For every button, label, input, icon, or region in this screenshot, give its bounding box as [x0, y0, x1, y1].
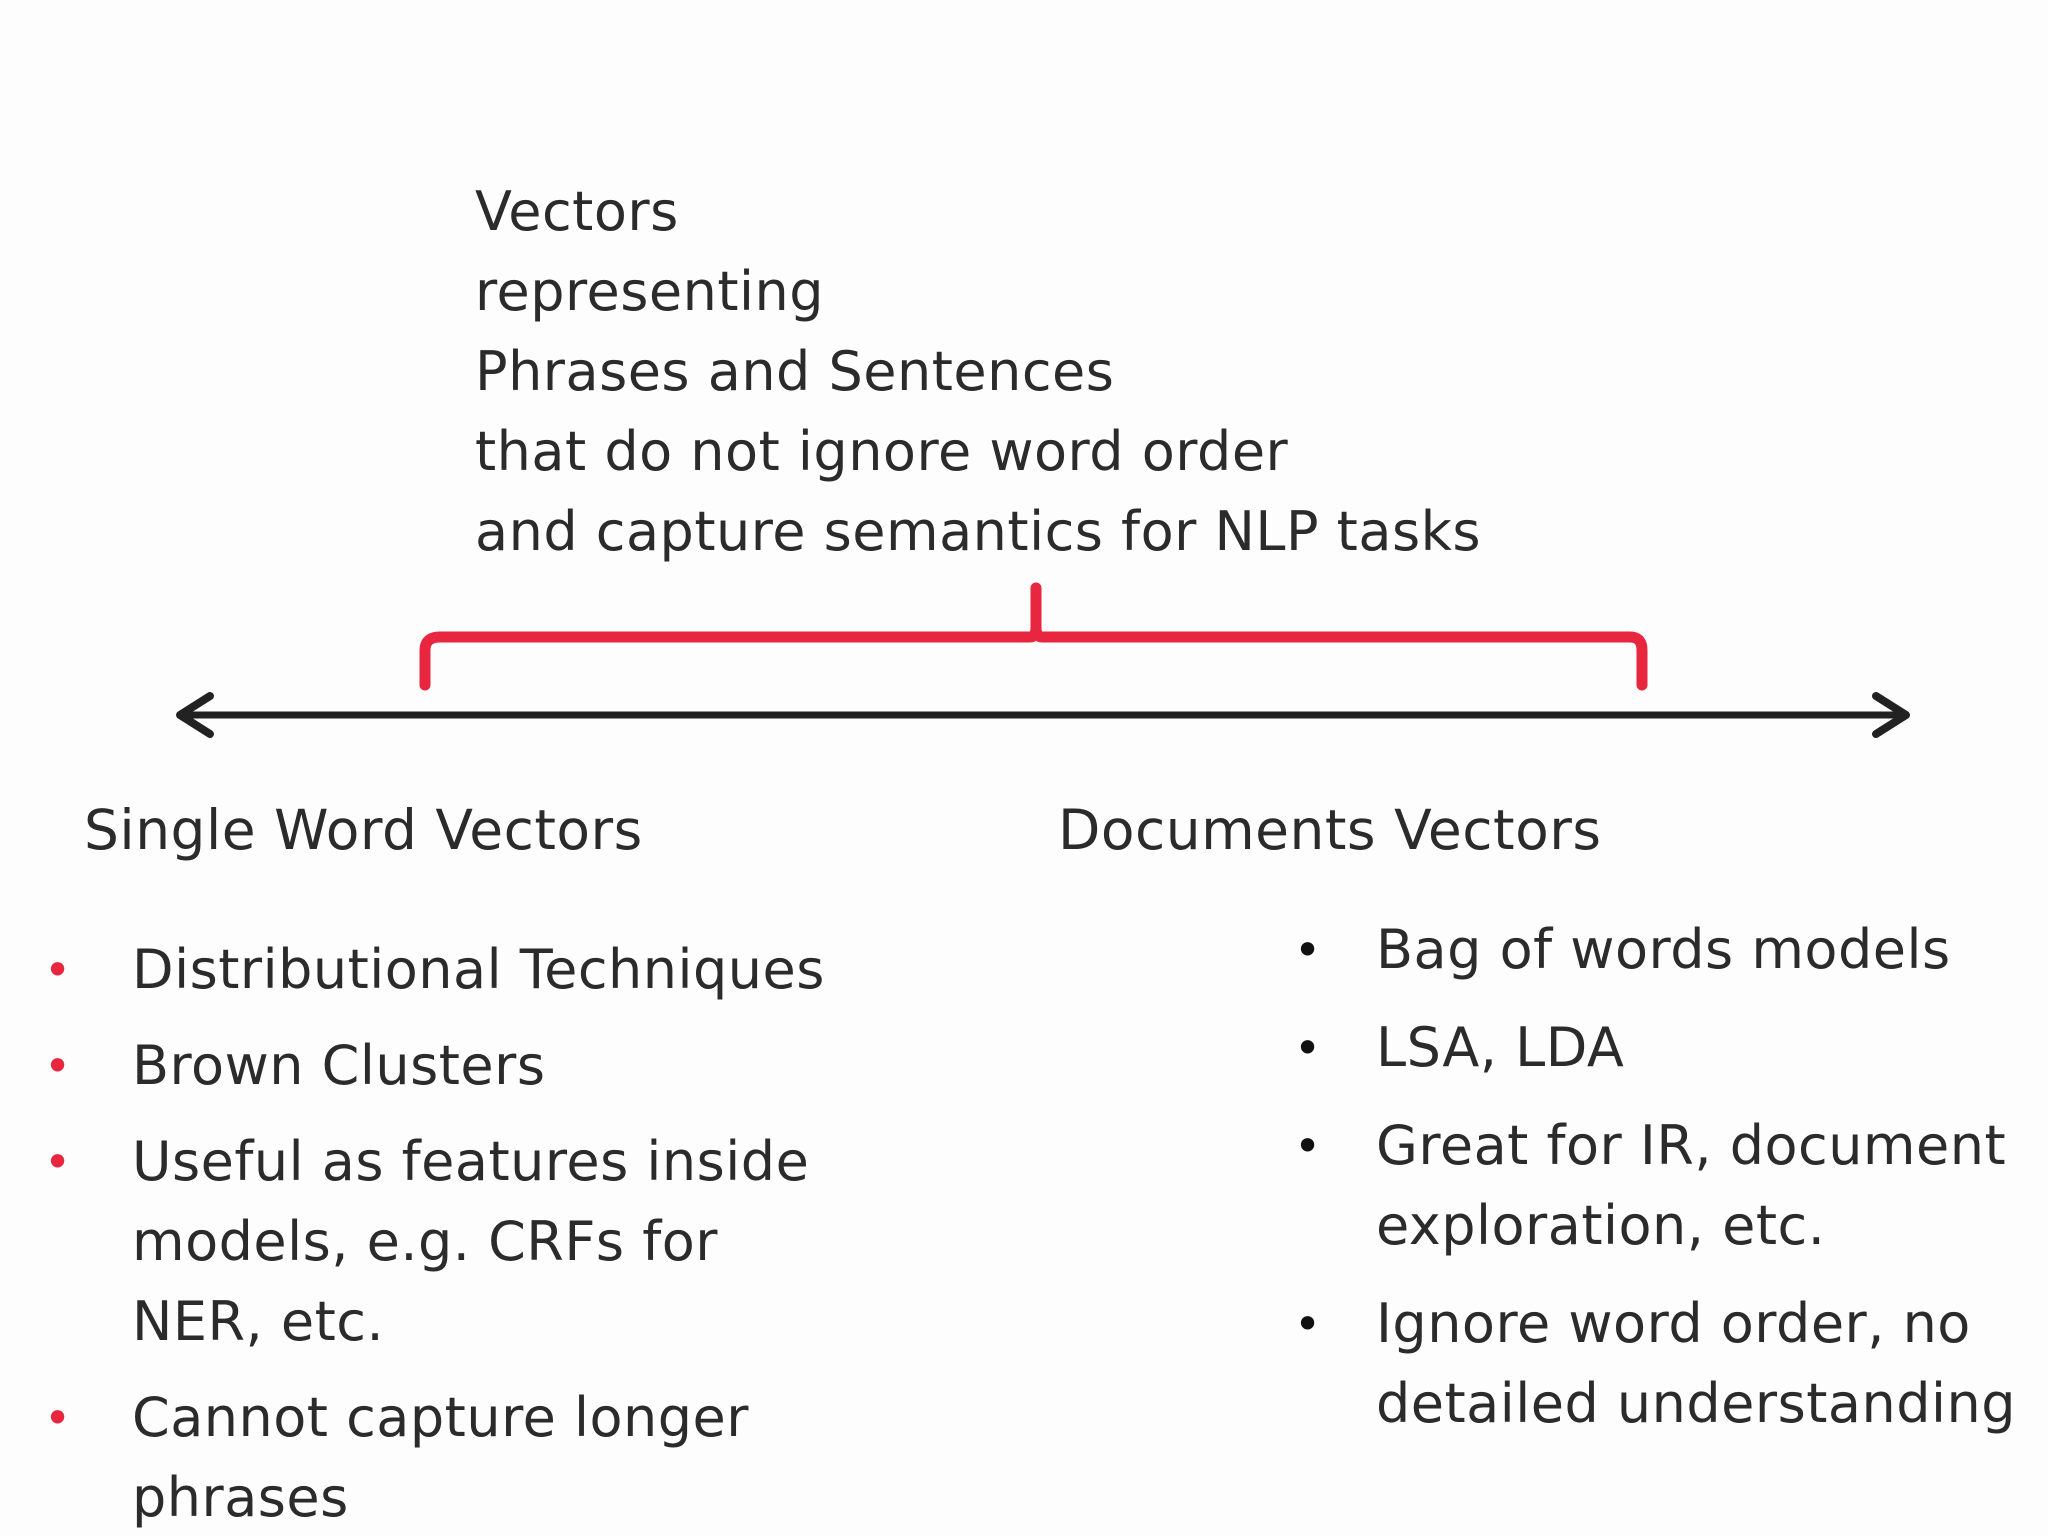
bullet-icon: • [1294, 1021, 1322, 1075]
list-item: • LSA, LDA [1280, 1008, 2040, 1088]
caption-line-1: Vectors [475, 180, 679, 243]
list-item: • Brown Clusters [0, 1026, 860, 1106]
list-item-text: Great for IR, document exploration, etc. [1376, 1114, 2007, 1257]
caption-line-4: that do not ignore word order [475, 420, 1289, 483]
caption-line-5: and capture semantics for NLP tasks [475, 500, 1481, 563]
single-word-vectors-list: • Distributional Techniques • Brown Cluste… [0, 930, 860, 1536]
list-item-text: Brown Clusters [132, 1034, 546, 1097]
list-item: • Ignore word order, no detailed understa… [1280, 1284, 2040, 1444]
bullet-icon: • [44, 943, 72, 997]
single-word-vectors-heading: Single Word Vectors [84, 798, 643, 862]
caption-line-2: representing [475, 260, 825, 323]
span-brace [419, 582, 1648, 691]
caption-block: Vectors representing Phrases and Sentenc… [475, 172, 1575, 572]
list-item: • Distributional Techniques [0, 930, 860, 1010]
right-arrowhead [1872, 692, 1910, 738]
bullet-icon: • [44, 1391, 72, 1445]
documents-vectors-list: • Bag of words models • LSA, LDA • Great fo… [1280, 910, 2040, 1462]
bullet-icon: • [1294, 923, 1322, 977]
list-item-text: Distributional Techniques [132, 938, 825, 1001]
bullet-icon: • [1294, 1119, 1322, 1173]
list-item-text: Ignore word order, no detailed understan… [1376, 1292, 2016, 1435]
documents-vectors-heading: Documents Vectors [1058, 798, 1602, 862]
list-item-text: Useful as features inside models, e.g. C… [132, 1130, 810, 1353]
left-arrowhead [176, 692, 214, 738]
list-item: • Useful as features inside models, e.g. … [0, 1122, 860, 1362]
list-item-text: LSA, LDA [1376, 1016, 1625, 1079]
bullet-icon: • [44, 1135, 72, 1189]
list-item-text: Bag of words models [1376, 918, 1951, 981]
list-item: • Great for IR, document exploration, etc… [1280, 1106, 2040, 1266]
list-item: • Bag of words models [1280, 910, 2040, 990]
bullet-icon: • [44, 1039, 72, 1093]
caption-line-3: Phrases and Sentences [475, 340, 1115, 403]
bullet-icon: • [1294, 1297, 1322, 1351]
list-item: • Cannot capture longer phrases [0, 1378, 860, 1536]
list-item-text: Cannot capture longer phrases [132, 1386, 749, 1529]
